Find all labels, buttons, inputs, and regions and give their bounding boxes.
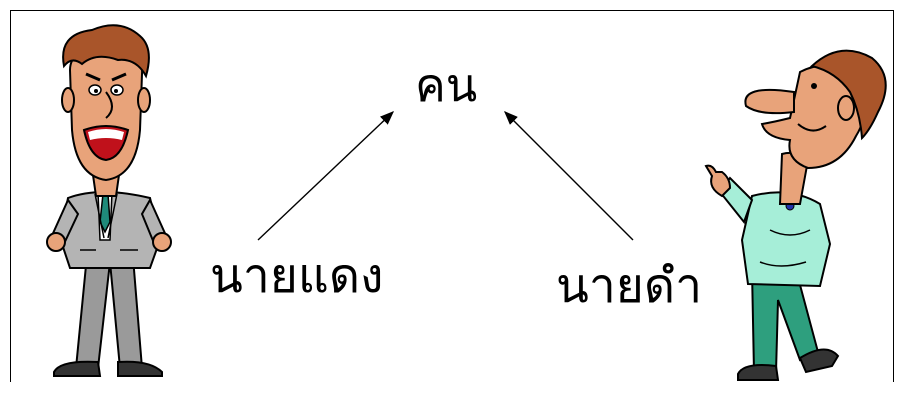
arrow-left-to-center xyxy=(257,111,395,241)
left-node-label: นายแดง xyxy=(210,248,384,304)
right-man-figure xyxy=(704,49,887,381)
center-node-label: คน xyxy=(415,58,478,112)
arrow-right-to-center xyxy=(504,111,634,241)
right-node-label: นายดำ xyxy=(556,258,703,314)
left-man-figure xyxy=(46,24,172,377)
diagram-frame xyxy=(10,10,894,382)
